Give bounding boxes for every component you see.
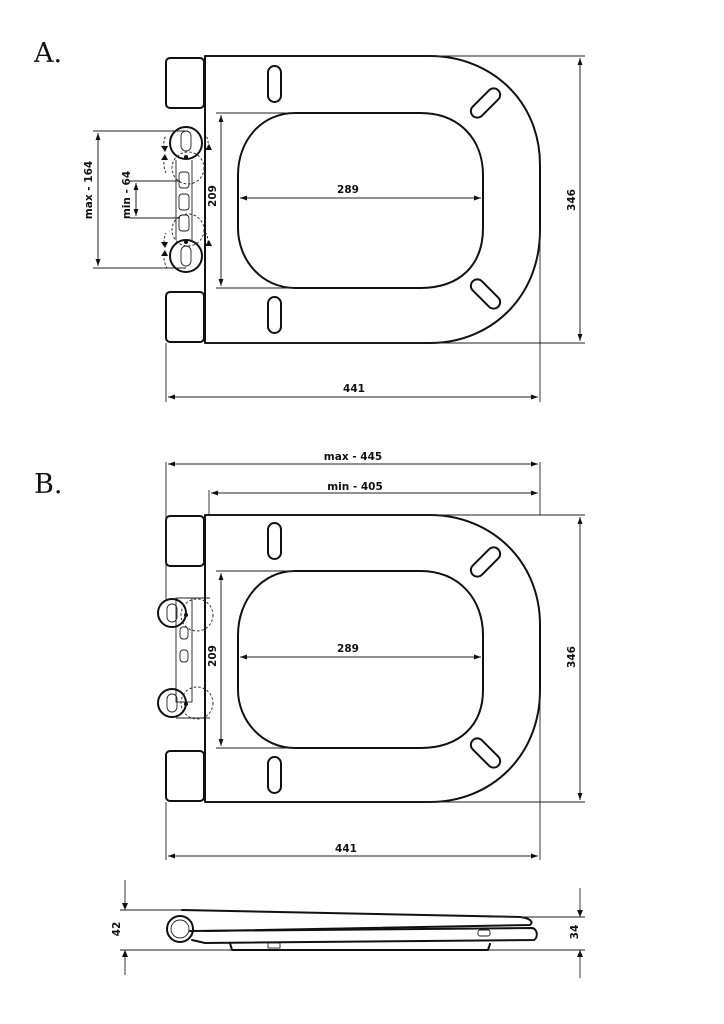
- side-view-buffer: [229, 942, 491, 951]
- panel-b-seat-outline: [204, 514, 541, 803]
- side-view-dim-closed-height: 42: [111, 922, 123, 937]
- panel-b-buffer-slot: [267, 522, 282, 560]
- panel-a-hinge-bottom: [169, 239, 203, 273]
- panel-a-hinge-assembly: [161, 126, 212, 273]
- panel-b-seat-opening: [237, 570, 484, 749]
- panel-b-dim-width: 441: [335, 843, 357, 855]
- side-view-seat: [189, 927, 538, 944]
- panel-b-back-block-bottom: [165, 750, 205, 802]
- side-view-dim-seat-height: 34: [569, 925, 581, 940]
- panel-a-back-block-top: [165, 57, 205, 109]
- panel-a: A.: [33, 38, 585, 402]
- panel-a-buffer-slot: [469, 278, 502, 310]
- panel-b-buffer-slot: [267, 756, 282, 794]
- panel-b-dim-length-min: min - 405: [327, 481, 383, 493]
- panel-b-hinge-assembly: [157, 597, 214, 720]
- panel-b-dim-opening-width: 289: [337, 643, 359, 655]
- panel-a-hinge-top: [169, 126, 203, 160]
- panel-a-seat-outline: [204, 55, 541, 344]
- side-view: 42 34: [111, 880, 585, 978]
- panel-a-seat-opening: [237, 112, 484, 289]
- panel-b-dim-height: 346: [566, 646, 578, 668]
- panel-a-dim-opening-height: 209: [207, 185, 219, 207]
- panel-b-back-block-top: [165, 515, 205, 567]
- panel-a-buffer-slot: [267, 296, 282, 334]
- panel-a-dim-opening-width: 289: [337, 184, 359, 196]
- panel-a-dim-hinge-min: min - 64: [121, 171, 133, 219]
- panel-b: B.: [34, 451, 585, 860]
- panel-b-buffer-slot: [469, 546, 502, 578]
- panel-b-dim-opening-height: 209: [207, 645, 219, 667]
- side-view-hinge: [166, 915, 194, 943]
- panel-a-dim-hinge-max: max - 164: [83, 161, 95, 219]
- panel-b-buffer-slot: [469, 737, 502, 769]
- panel-b-label: B.: [34, 469, 62, 500]
- panel-a-dim-height: 346: [566, 189, 578, 211]
- panel-a-dim-width: 441: [343, 383, 365, 395]
- panel-b-dim-length-max: max - 445: [324, 451, 382, 463]
- panel-a-buffer-slot: [267, 65, 282, 103]
- panel-a-back-block-bottom: [165, 291, 205, 343]
- panel-a-label: A.: [33, 38, 62, 69]
- panel-b-hinge-bottom: [157, 688, 187, 718]
- panel-b-hinge-top: [157, 598, 187, 628]
- panel-a-buffer-slot: [469, 87, 502, 119]
